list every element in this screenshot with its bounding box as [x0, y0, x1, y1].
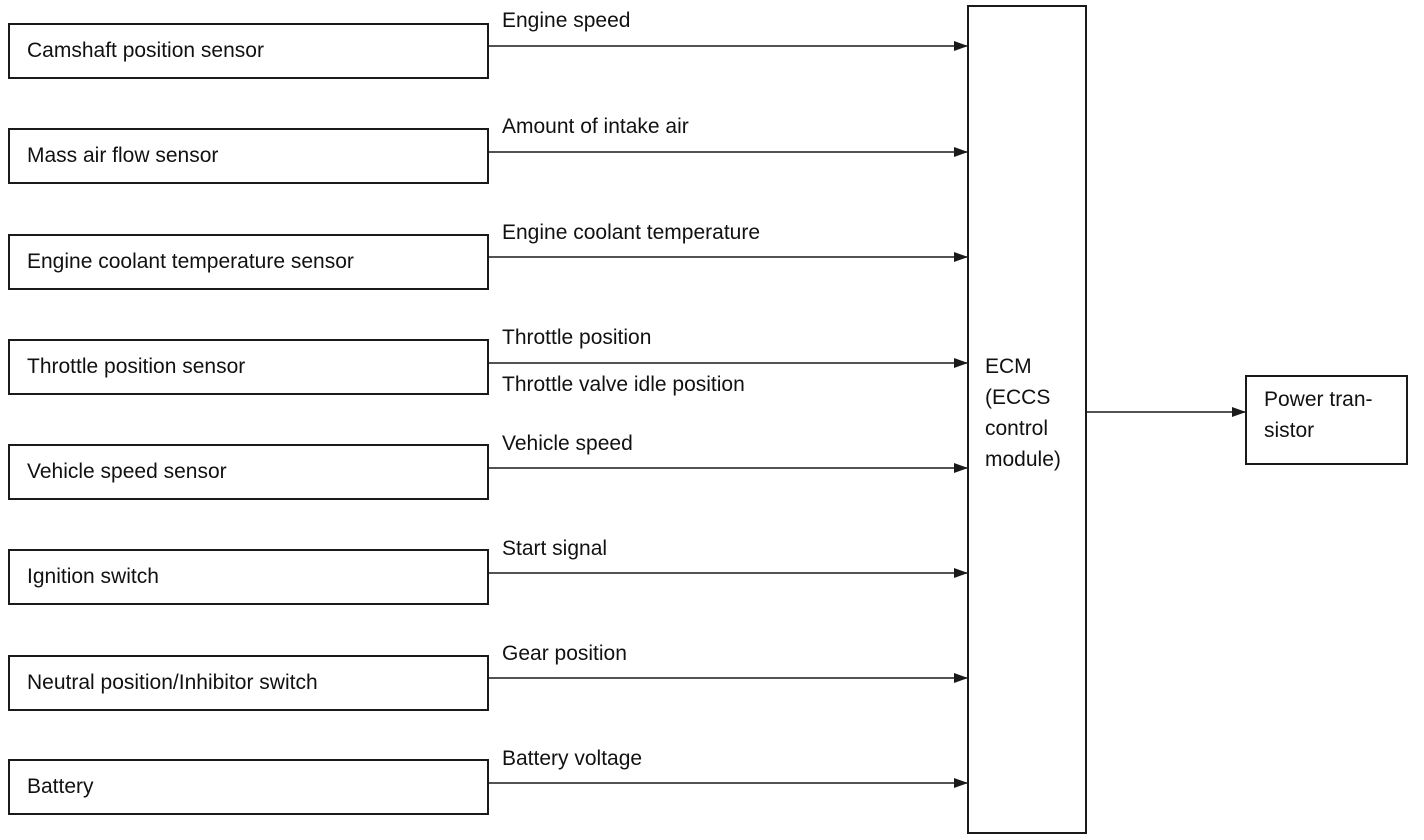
input-label: Camshaft position sensor: [27, 39, 264, 62]
input-box-throttle-position-sensor: Throttle position sensor: [8, 339, 489, 395]
input-label: Engine coolant temperature sensor: [27, 250, 354, 273]
input-label: Ignition switch: [27, 565, 159, 588]
signal-label-throttle-position: Throttle position: [502, 326, 652, 349]
input-box-engine-coolant-temperature-sensor: Engine coolant temperature sensor: [8, 234, 489, 290]
ecm-label: ECM (ECCS control module): [985, 355, 1061, 471]
signal-label-throttle-valve-idle-position: Throttle valve idle position: [502, 373, 745, 396]
ecm-box: [967, 5, 1087, 834]
signal-label-vehicle-speed: Vehicle speed: [502, 432, 633, 455]
input-label: Battery: [27, 775, 94, 798]
signal-label-battery-voltage: Battery voltage: [502, 747, 643, 770]
signal-label-gear-position: Gear position: [502, 642, 627, 665]
signal-label-engine-speed: Engine speed: [502, 9, 631, 32]
input-box-mass-air-flow-sensor: Mass air flow sensor: [8, 128, 489, 184]
input-box-neutral-position-inhibitor-switch: Neutral position/Inhibitor switch: [8, 655, 489, 711]
input-box-ignition-switch: Ignition switch: [8, 549, 489, 605]
input-label: Neutral position/Inhibitor switch: [27, 671, 318, 694]
signal-label-amount-of-intake-air: Amount of intake air: [502, 115, 689, 138]
input-box-battery: Battery: [8, 759, 489, 815]
power-transistor-box: [1245, 375, 1408, 465]
input-label: Mass air flow sensor: [27, 144, 219, 167]
input-label: Throttle position sensor: [27, 355, 246, 378]
input-box-camshaft-position-sensor: Camshaft position sensor: [8, 23, 489, 79]
input-label: Vehicle speed sensor: [27, 460, 227, 483]
signal-label-engine-coolant-temperature: Engine coolant temperature: [502, 221, 760, 244]
power-transistor-label: Power tran- sistor: [1264, 388, 1373, 442]
input-box-vehicle-speed-sensor: Vehicle speed sensor: [8, 444, 489, 500]
signal-label-start-signal: Start signal: [502, 537, 608, 560]
